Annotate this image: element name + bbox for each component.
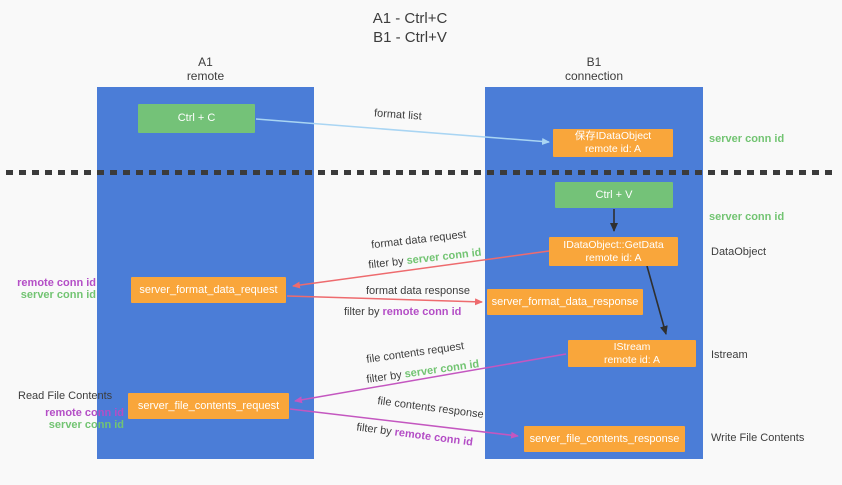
lane-a1-name: A1 bbox=[198, 55, 213, 69]
server-conn-id-side-label-format: server conn id bbox=[20, 289, 96, 301]
title-line-1: A1 - Ctrl+C bbox=[372, 10, 448, 27]
ctrl-c-node[interactable]: Ctrl + C bbox=[138, 104, 255, 133]
title-line-2: B1 - Ctrl+V bbox=[373, 29, 447, 46]
format-data-response-label: format data response bbox=[366, 285, 470, 297]
lane-b1-subtitle: connection bbox=[564, 69, 624, 83]
read-file-contents-label: Read File Contents bbox=[18, 390, 113, 402]
server-conn-id-side-label-mid: server conn id bbox=[709, 211, 785, 223]
server-file-contents-response-node[interactable]: server_file_contents_response bbox=[524, 426, 685, 452]
file-contents-response-label: file contents response bbox=[376, 395, 485, 421]
server-conn-id-side-label-top: server conn id bbox=[709, 133, 785, 145]
server-format-data-request-node[interactable]: server_format_data_request bbox=[131, 277, 286, 303]
dotted-divider-line bbox=[6, 170, 834, 175]
format-data-request-label: format data request bbox=[370, 228, 467, 252]
file-conn-id-labels: remote conn id server conn id bbox=[40, 407, 124, 431]
getdata-line1: IDataObject::GetData bbox=[563, 238, 664, 251]
save-idataobject-line1: 保存IDataObject bbox=[574, 130, 652, 142]
save-idataobject-line2: remote id: A bbox=[584, 143, 642, 155]
lane-a1-subtitle: remote bbox=[186, 69, 225, 83]
format-list-label: format list bbox=[373, 107, 423, 123]
server-format-data-response-label: server_format_data_response bbox=[491, 295, 639, 308]
server-conn-id-side-label-file: server conn id bbox=[48, 419, 124, 431]
dataobject-side-label: DataObject bbox=[711, 246, 767, 258]
ctrl-v-label: Ctrl + V bbox=[595, 188, 633, 201]
remote-conn-id-text: remote conn id bbox=[393, 426, 474, 449]
server-format-data-request-label: server_format_data_request bbox=[139, 283, 278, 296]
filter-by-server-conn-id-label-1: filter by server conn id bbox=[368, 247, 482, 272]
ctrl-c-label: Ctrl + C bbox=[177, 112, 216, 124]
filter-prefix: filter by bbox=[367, 255, 408, 272]
istream-line2: remote id: A bbox=[603, 353, 661, 366]
diagram-title: A1 - Ctrl+C B1 - Ctrl+V bbox=[310, 9, 510, 47]
server-file-contents-response-label: server_file_contents_response bbox=[529, 432, 680, 445]
idataobject-getdata-node[interactable]: IDataObject::GetData remote id: A bbox=[549, 237, 678, 266]
getdata-line2: remote id: A bbox=[585, 251, 642, 264]
lane-b1-name: B1 bbox=[586, 55, 602, 69]
server-conn-id-text: server conn id bbox=[403, 358, 481, 381]
lane-header-b1: B1 connection bbox=[485, 55, 703, 83]
istream-side-label: Istream bbox=[711, 349, 748, 361]
remote-conn-id-side-label-file: remote conn id bbox=[45, 407, 124, 419]
server-format-data-response-node[interactable]: server_format_data_response bbox=[487, 289, 643, 315]
save-idataobject-node[interactable]: 保存IDataObject remote id: A bbox=[553, 129, 673, 157]
server-file-contents-request-label: server_file_contents_request bbox=[137, 399, 280, 412]
filter-prefix: filter by bbox=[355, 421, 396, 439]
ctrl-v-node[interactable]: Ctrl + V bbox=[555, 182, 673, 208]
write-file-contents-label: Write File Contents bbox=[711, 432, 805, 444]
istream-node[interactable]: IStream remote id: A bbox=[568, 340, 696, 367]
istream-line1: IStream bbox=[613, 340, 651, 353]
lane-header-a1: A1 remote bbox=[97, 55, 314, 83]
filter-by-remote-conn-id-label-1: filter by remote conn id bbox=[344, 306, 461, 318]
remote-conn-id-text: remote conn id bbox=[382, 306, 462, 318]
filter-by-remote-conn-id-label-2: filter by remote conn id bbox=[356, 421, 474, 448]
filter-prefix: filter by bbox=[344, 306, 383, 318]
filter-prefix: filter by bbox=[365, 368, 406, 386]
format-conn-id-labels: remote conn id server conn id bbox=[12, 277, 96, 301]
remote-conn-id-side-label-format: remote conn id bbox=[17, 277, 96, 289]
server-file-contents-request-node[interactable]: server_file_contents_request bbox=[128, 393, 289, 419]
server-conn-id-text: server conn id bbox=[405, 246, 483, 268]
